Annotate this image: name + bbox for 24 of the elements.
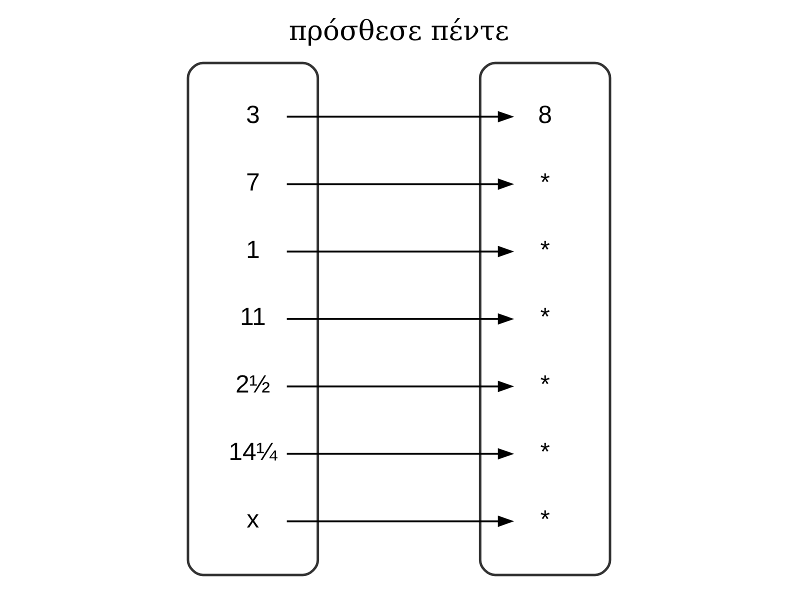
- arrow: [286, 246, 514, 258]
- node-text: *: [540, 236, 550, 264]
- node-text: *: [540, 303, 550, 332]
- cluster: [478, 62, 611, 576]
- node-text: *: [540, 438, 550, 466]
- cluster: [186, 62, 319, 576]
- node-text: *: [540, 505, 550, 534]
- node-text: *: [540, 168, 550, 196]
- node-text: 7: [245, 168, 260, 196]
- arrow: [286, 516, 514, 527]
- arrow: [286, 448, 514, 460]
- arrow: [286, 111, 514, 122]
- node-text: 3: [245, 100, 260, 129]
- node-text: 14¼: [228, 438, 277, 466]
- node-text: 1: [245, 236, 260, 264]
- arrow: [286, 380, 514, 392]
- diagram-title: πρόσθεσε πέντε: [288, 16, 509, 48]
- arrow: [286, 313, 514, 325]
- node-text: *: [540, 370, 550, 399]
- node-text: 2½: [235, 370, 270, 399]
- node-text: 8: [538, 100, 552, 129]
- node-text: 11: [239, 303, 266, 332]
- node-text: x: [246, 505, 259, 534]
- arrow: [286, 178, 514, 190]
